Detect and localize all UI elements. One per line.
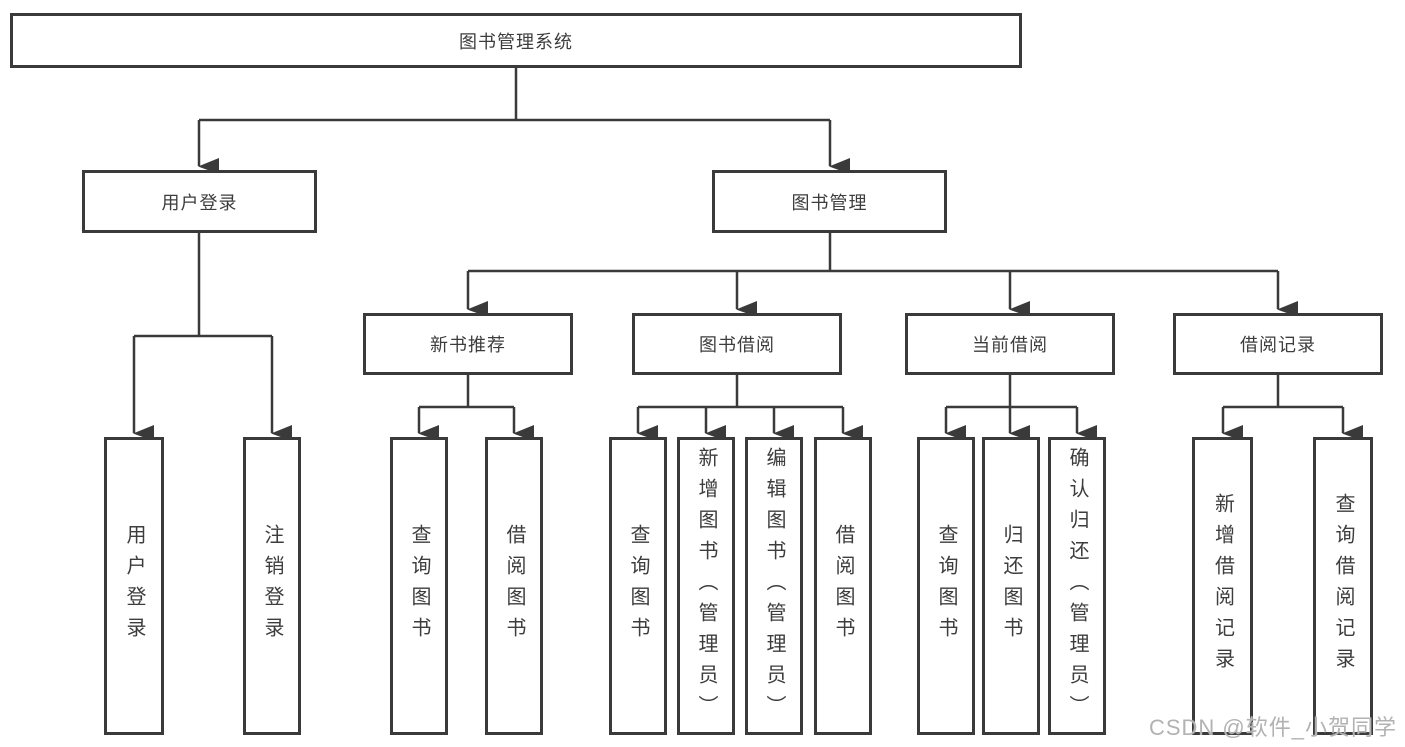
leaf-query-borrow-record: 查询借阅记录 bbox=[1313, 437, 1373, 735]
leaf-add-book-admin-label: 新增图书（管理员） bbox=[695, 446, 717, 726]
leaf-add-borrow-record-label: 新增借阅记录 bbox=[1211, 493, 1234, 679]
csdn-watermark: CSDN @软件_小贺同学 bbox=[1148, 715, 1397, 740]
node-root: 图书管理系统 bbox=[10, 13, 1022, 68]
leaf-add-borrow-record: 新增借阅记录 bbox=[1192, 437, 1253, 735]
leaf-user-login: 用户登录 bbox=[104, 437, 164, 735]
node-borrowing-records: 借阅记录 bbox=[1173, 313, 1383, 375]
leaf-borrow-books-recommendation-label: 借阅图书 bbox=[503, 524, 525, 648]
node-new-book-recommendation: 新书推荐 bbox=[363, 313, 573, 375]
leaf-logout-label: 注销登录 bbox=[261, 524, 283, 648]
leaf-query-books-recommendation-label: 查询图书 bbox=[408, 524, 430, 648]
node-book-management: 图书管理 bbox=[712, 170, 947, 233]
leaf-edit-book-admin-label: 编辑图书（管理员） bbox=[763, 446, 785, 726]
leaf-edit-book-admin: 编辑图书（管理员） bbox=[745, 437, 803, 735]
leaf-borrow-books-recommendation: 借阅图书 bbox=[485, 437, 543, 735]
leaf-user-login-label: 用户登录 bbox=[123, 524, 145, 648]
leaf-borrow-books-borrowing: 借阅图书 bbox=[814, 437, 872, 735]
leaf-query-books-current-label: 查询图书 bbox=[935, 524, 957, 648]
node-book-borrowing-label: 图书借阅 bbox=[699, 335, 775, 355]
leaf-query-books-current: 查询图书 bbox=[917, 437, 975, 735]
leaf-confirm-return-admin-label: 确认归还（管理员） bbox=[1066, 446, 1088, 726]
leaf-query-borrow-record-label: 查询借阅记录 bbox=[1332, 493, 1354, 679]
leaf-return-book-label: 归还图书 bbox=[1000, 524, 1022, 648]
node-new-book-recommendation-label: 新书推荐 bbox=[430, 335, 506, 355]
node-book-borrowing: 图书借阅 bbox=[632, 313, 842, 375]
node-root-label: 图书管理系统 bbox=[459, 31, 573, 52]
leaf-query-books-borrowing: 查询图书 bbox=[609, 437, 667, 735]
node-user-login-label: 用户登录 bbox=[161, 192, 238, 213]
leaf-borrow-books-borrowing-label: 借阅图书 bbox=[832, 524, 854, 648]
leaf-query-books-recommendation: 查询图书 bbox=[390, 437, 448, 735]
node-book-management-label: 图书管理 bbox=[791, 192, 868, 213]
node-user-login: 用户登录 bbox=[82, 170, 317, 233]
leaf-return-book: 归还图书 bbox=[982, 437, 1040, 735]
leaf-logout: 注销登录 bbox=[243, 437, 301, 735]
node-current-borrowing-label: 当前借阅 bbox=[972, 335, 1048, 355]
leaf-confirm-return-admin: 确认归还（管理员） bbox=[1048, 437, 1106, 735]
node-borrowing-records-label: 借阅记录 bbox=[1240, 335, 1316, 355]
leaf-add-book-admin: 新增图书（管理员） bbox=[677, 437, 735, 735]
node-current-borrowing: 当前借阅 bbox=[905, 313, 1115, 375]
leaf-query-books-borrowing-label: 查询图书 bbox=[627, 524, 649, 648]
